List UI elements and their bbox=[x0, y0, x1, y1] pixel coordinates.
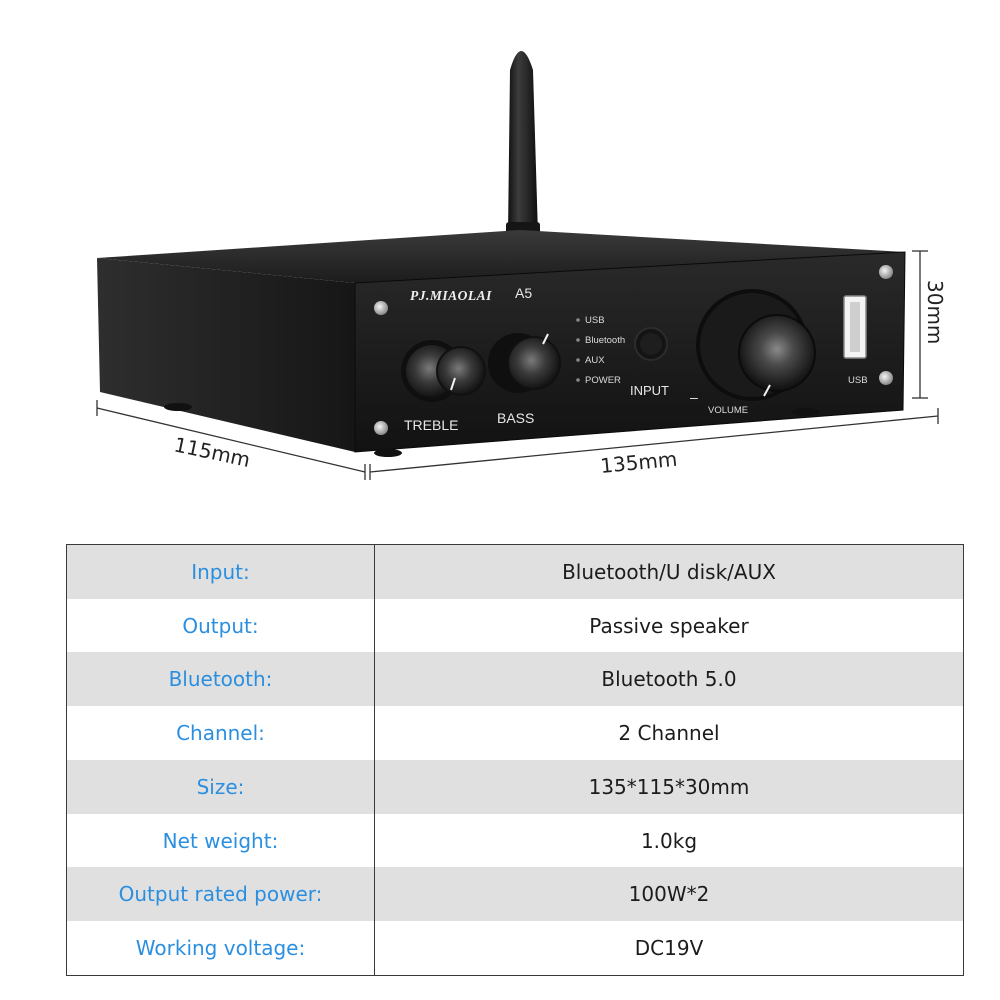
usb-label: USB bbox=[848, 375, 868, 386]
table-row: Bluetooth: Bluetooth 5.0 bbox=[66, 652, 964, 707]
spec-label: Channel: bbox=[66, 706, 375, 760]
foot bbox=[164, 403, 192, 411]
brand-label: PJ.MIAOLAI bbox=[410, 288, 492, 303]
spec-label: Bluetooth: bbox=[66, 652, 375, 707]
indicator-bluetooth: Bluetooth bbox=[585, 335, 625, 346]
amplifier-image: PJ.MIAOLAI A5 TREBLE BASS USB Bluetooth … bbox=[96, 51, 947, 480]
table-row: Size: 135*115*30mm bbox=[66, 759, 964, 814]
table-row: Net weight: 1.0kg bbox=[66, 813, 964, 868]
spec-value: 1.0kg bbox=[374, 813, 964, 868]
volume-knob[interactable] bbox=[696, 289, 816, 401]
indicator-aux: AUX bbox=[585, 355, 605, 366]
spec-value: 135*115*30mm bbox=[374, 759, 964, 814]
height-label: 30mm bbox=[923, 280, 947, 344]
indicator-power: POWER bbox=[585, 375, 621, 386]
model-label: A5 bbox=[515, 285, 532, 301]
height-dimension bbox=[912, 250, 928, 399]
spec-value: Bluetooth/U disk/AUX bbox=[374, 544, 964, 599]
treble-knob[interactable] bbox=[401, 340, 486, 402]
spec-label: Net weight: bbox=[66, 813, 375, 868]
spec-label: Input: bbox=[66, 544, 375, 599]
antenna bbox=[506, 51, 540, 244]
spec-label: Output: bbox=[66, 598, 375, 653]
spec-value: 100W*2 bbox=[374, 867, 964, 922]
volume-label: VOLUME bbox=[708, 405, 748, 416]
spec-value: Bluetooth 5.0 bbox=[374, 652, 964, 707]
spec-value: DC19V bbox=[374, 921, 964, 976]
foot bbox=[374, 449, 402, 457]
table-row: Output rated power: 100W*2 bbox=[66, 867, 964, 922]
depth-dimension bbox=[96, 400, 366, 480]
table-row: Output: Passive speaker bbox=[66, 598, 964, 653]
screw bbox=[374, 421, 388, 435]
usb-port[interactable] bbox=[843, 295, 867, 359]
width-dimension bbox=[369, 408, 939, 480]
table-row: Working voltage: DC19V bbox=[66, 921, 964, 976]
product-illustration: PJ.MIAOLAI A5 TREBLE BASS USB Bluetooth … bbox=[96, 51, 947, 480]
spec-value: 2 Channel bbox=[374, 706, 964, 760]
bass-label: BASS bbox=[497, 410, 534, 426]
spec-value: Passive speaker bbox=[374, 598, 964, 653]
table-row: Channel: 2 Channel bbox=[66, 706, 964, 760]
input-label: INPUT bbox=[630, 383, 669, 398]
screw bbox=[374, 301, 388, 315]
spec-label: Working voltage: bbox=[66, 921, 375, 976]
depth-label: 115mm bbox=[172, 432, 252, 472]
screw bbox=[879, 265, 893, 279]
top-surface bbox=[97, 230, 905, 283]
width-label: 135mm bbox=[599, 447, 678, 478]
treble-label: TREBLE bbox=[404, 417, 458, 433]
input-button[interactable] bbox=[634, 327, 668, 361]
spec-label: Output rated power: bbox=[66, 867, 375, 922]
spec-label: Size: bbox=[66, 759, 375, 814]
left-side bbox=[97, 258, 355, 452]
screw bbox=[879, 371, 893, 385]
indicator-lights bbox=[576, 318, 580, 382]
table-row: Input: Bluetooth/U disk/AUX bbox=[66, 544, 964, 599]
spec-table: Input: Bluetooth/U disk/AUX Output: Pass… bbox=[66, 544, 964, 976]
foot bbox=[792, 408, 820, 416]
bass-knob[interactable] bbox=[488, 333, 561, 393]
indicator-usb: USB bbox=[585, 315, 605, 326]
volume-minus-label: – bbox=[690, 389, 698, 405]
